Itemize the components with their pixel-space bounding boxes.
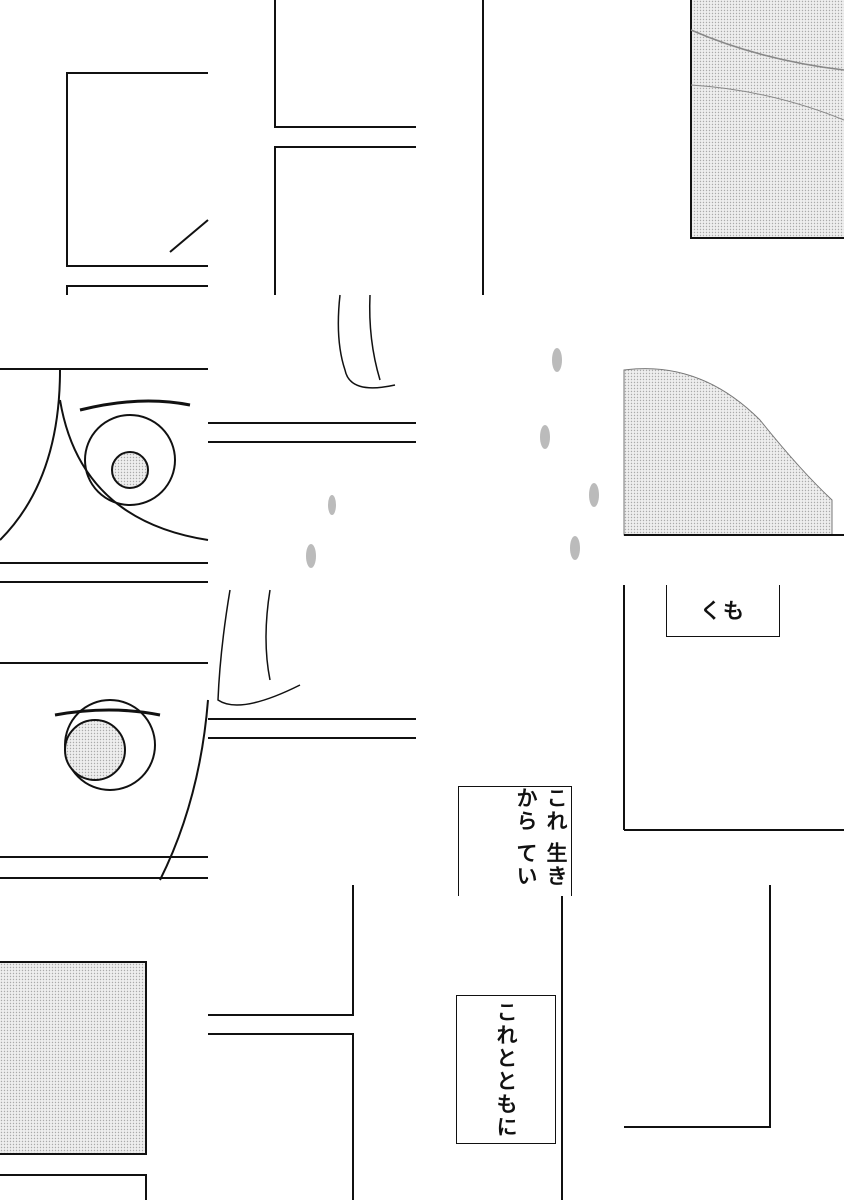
speech-bubble-koretotomoni: これとともに xyxy=(456,995,556,1144)
panel-tile-1-1 xyxy=(66,72,209,295)
sand-panel xyxy=(623,585,844,831)
hair-panel xyxy=(0,961,147,1200)
bubble-text-line-2: 生きてい xyxy=(514,841,568,888)
bubble-text: これとともに xyxy=(494,1000,518,1139)
panel-tile-1-2 xyxy=(274,0,416,295)
speech-bubble-kumo: くも xyxy=(666,585,780,637)
bubble-text: くも xyxy=(700,598,746,623)
bubble-text-line-1: これから xyxy=(514,787,568,833)
eye-close-up-panel-2 xyxy=(0,581,209,881)
shoreline-panel xyxy=(623,368,844,536)
eye-close-up-panel xyxy=(0,368,209,564)
panel-tile-1-4 xyxy=(690,0,844,239)
speech-bubble-korekara: これから 生きてい xyxy=(458,786,572,896)
foot-panel-2 xyxy=(208,589,416,739)
sand-tile-4-2 xyxy=(208,885,354,1200)
footprints-tile xyxy=(306,348,599,568)
sand-tile-4-4 xyxy=(624,885,771,1128)
foot-panel xyxy=(208,294,416,443)
